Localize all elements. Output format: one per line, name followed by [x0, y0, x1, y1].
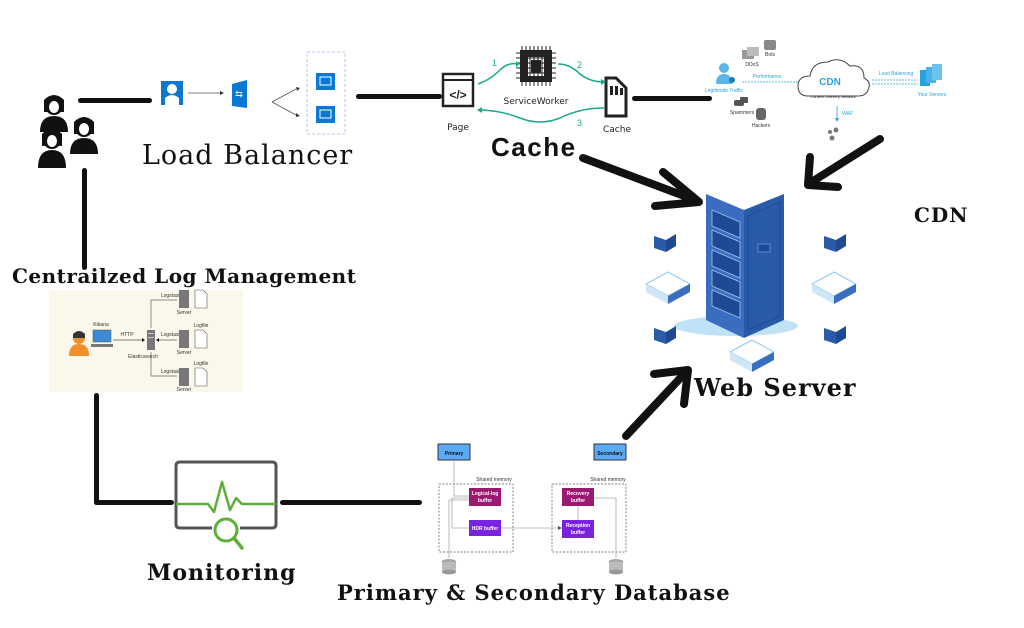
svg-text:Logstash: Logstash: [161, 293, 182, 299]
wire-log-to-monitor-horizontal: [94, 500, 174, 505]
svg-text:Shared memory: Shared memory: [590, 477, 626, 483]
svg-text:Logfile: Logfile: [194, 323, 209, 329]
sd-card-cache-icon: [604, 76, 628, 118]
svg-text:Cache: Cache: [603, 125, 631, 135]
wire-log-to-monitor-vertical: [94, 393, 99, 505]
svg-text:Recovery: Recovery: [567, 491, 590, 497]
logfile-icons: [194, 289, 208, 387]
secondary-node: Secondary: [593, 443, 627, 461]
cdn-title: CDN: [914, 203, 969, 227]
arrow-cdn-to-webserver: [804, 135, 884, 191]
hackers-icon: [756, 108, 766, 120]
svg-text:buffer: buffer: [571, 498, 585, 504]
svg-text:Server: Server: [177, 387, 192, 393]
monitoring-icon: [174, 460, 278, 550]
cache-diagram: </> Page ServiceWorker Cache 1 2 3: [441, 46, 631, 135]
hdr-buffer: HDR buffer: [469, 520, 501, 536]
svg-text:Load Balancing: Load Balancing: [879, 71, 914, 77]
svg-text:Server: Server: [177, 350, 192, 356]
svg-text:Server: Server: [177, 310, 192, 316]
svg-text:Your Servers: Your Servers: [918, 92, 947, 98]
log-management-title: Centrailzed Log Management: [12, 264, 357, 288]
svg-text:DDoS: DDoS: [745, 62, 759, 68]
vm-icon-1: [316, 73, 335, 90]
log-management-diagram: Kibana HTTP Elasticsearch Logstash Logst…: [49, 289, 243, 393]
legitimate-traffic-icon: [716, 63, 735, 84]
cache-title: Cache: [491, 132, 577, 162]
node-icon: [654, 234, 846, 344]
page-icon: </>: [441, 72, 475, 108]
svg-text:Primary: Primary: [445, 451, 464, 457]
bots-icon: [764, 40, 776, 50]
load-balancer-title: Load Balancer: [142, 140, 354, 171]
database-diagram: Primary Secondary Shared memory Shared m…: [437, 443, 627, 575]
blocked-traffic-icon: [828, 127, 839, 141]
svg-text:CDN: CDN: [819, 77, 841, 88]
svg-text:Hackers: Hackers: [752, 123, 771, 129]
svg-text:ServiceWorker: ServiceWorker: [504, 97, 569, 107]
svg-text:3: 3: [577, 118, 582, 128]
cdn-diagram: Bots DDoS Legitimate Traffic Performance…: [705, 40, 947, 141]
load-balancer-icon: ⇆: [232, 80, 247, 108]
svg-text:Spammers: Spammers: [730, 110, 755, 116]
web-server-illustration: [644, 194, 858, 372]
primary-disk-icon: [441, 559, 457, 575]
svg-text:2: 2: [577, 60, 582, 70]
recovery-buffer: Recovery buffer: [562, 488, 594, 506]
svg-text:buffer: buffer: [571, 530, 585, 536]
svg-text:⇆: ⇆: [235, 89, 243, 99]
svg-text:Logical-log: Logical-log: [472, 491, 499, 497]
svg-text:Legitimate Traffic: Legitimate Traffic: [705, 88, 743, 94]
cdn-cloud-icon: [797, 59, 870, 97]
svg-text:HDR buffer: HDR buffer: [472, 526, 498, 532]
kibana-monitor-icon: [91, 329, 113, 347]
wire-users-to-lb: [78, 98, 152, 103]
gateway-icon: [161, 81, 183, 105]
monitoring-title: Monitoring: [147, 560, 297, 586]
svg-text:</>: </>: [449, 88, 466, 102]
svg-text:Bots: Bots: [765, 52, 776, 58]
svg-text:Logstash: Logstash: [161, 369, 182, 375]
logstash-server-icons: [179, 290, 189, 386]
wire-monitor-to-db: [280, 500, 422, 505]
svg-text:Secondary: Secondary: [597, 451, 623, 457]
platform-icon: [644, 271, 858, 372]
svg-text:Page: Page: [447, 123, 469, 133]
ddos-icon: [742, 47, 759, 59]
vm-icon-2: [316, 106, 335, 123]
load-balancer-diagram: ⇆: [161, 51, 346, 135]
users-icon: [38, 95, 98, 168]
svg-text:Reception: Reception: [566, 523, 590, 529]
arrow-cache-to-webserver: [579, 154, 703, 210]
database-title: Primary & Secondary Database: [337, 580, 731, 605]
svg-text:HTTP: HTTP: [120, 332, 134, 338]
svg-text:1: 1: [492, 58, 497, 68]
arrow-db-to-webserver: [622, 366, 692, 440]
secondary-disk-icon: [608, 559, 624, 575]
svg-text:Shared memory: Shared memory: [476, 477, 512, 483]
svg-text:Logfile: Logfile: [194, 361, 209, 367]
svg-text:WAF: WAF: [842, 111, 853, 117]
spammers-icon: [734, 97, 748, 106]
server-rack-icon: [706, 194, 784, 338]
svg-text:Elasticsearch: Elasticsearch: [128, 354, 158, 360]
wire-cache-to-cdn: [632, 96, 712, 101]
web-server-title: Web Server: [694, 373, 857, 402]
svg-text:Kibana: Kibana: [93, 322, 109, 328]
svg-text:buffer: buffer: [478, 498, 492, 504]
wire-lb-to-cache: [356, 94, 442, 99]
wire-users-to-log: [82, 168, 87, 270]
reception-buffer: Reception buffer: [562, 520, 594, 538]
user-icon: [69, 331, 89, 356]
your-servers-icon: [920, 64, 942, 86]
primary-node: Primary: [437, 443, 471, 461]
svg-text:Performance: Performance: [753, 74, 782, 80]
svg-text:Logstash: Logstash: [161, 332, 182, 338]
service-worker-chip-icon: [516, 46, 556, 86]
elasticsearch-server-icon: [147, 330, 155, 350]
svg-text:Content Delivery Network: Content Delivery Network: [810, 94, 855, 99]
logical-log-buffer: Logical-log buffer: [469, 488, 501, 506]
